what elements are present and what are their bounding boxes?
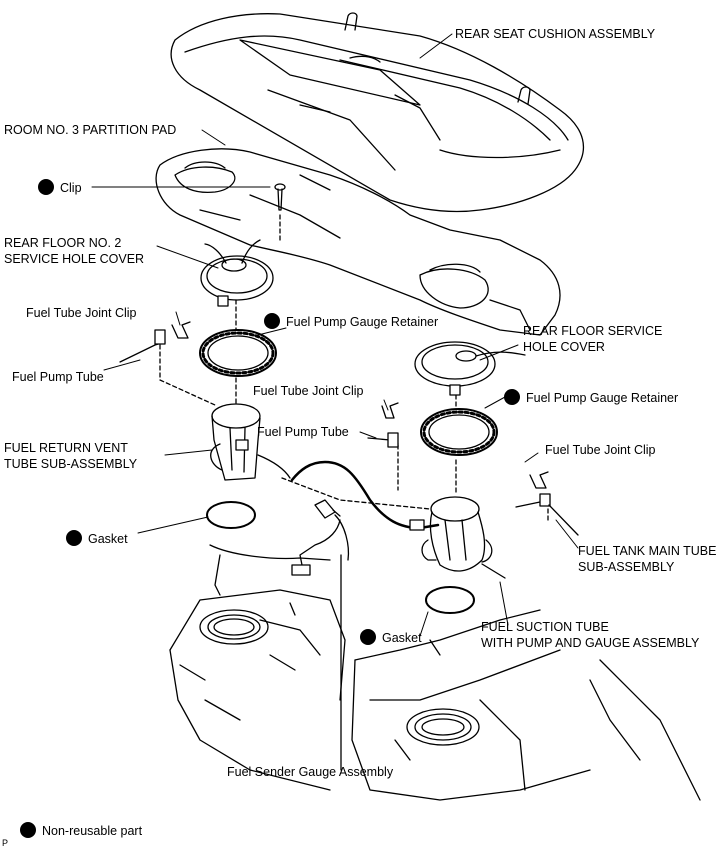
right-pump-assembly-drawing	[421, 496, 506, 579]
retainer-left-drawing	[199, 329, 277, 377]
legend-non-reusable-text: Non-reusable part	[42, 824, 143, 838]
service-hole-cover-2-drawing	[200, 239, 274, 307]
vehicle-floor-right-drawing	[351, 609, 701, 801]
non-reusable-dot-icon	[66, 530, 82, 546]
label-partition-pad: ROOM NO. 3 PARTITION PAD	[4, 123, 177, 137]
label-gasket-left: Gasket	[66, 530, 128, 547]
label-fuel-tank-main-tube-line1: FUEL TANK MAIN TUBE	[578, 544, 716, 558]
label-fuel-tube-joint-clip-mid: Fuel Tube Joint Clip	[253, 384, 364, 398]
non-reusable-dot-icon	[20, 822, 36, 838]
gasket-right-drawing	[425, 586, 475, 614]
fuel-sender-gauge-drawing	[291, 499, 350, 771]
legend-non-reusable: Non-reusable part	[20, 822, 142, 839]
label-retainer-right-text: Fuel Pump Gauge Retainer	[526, 391, 679, 405]
gasket-left-drawing	[206, 501, 256, 529]
non-reusable-dot-icon	[264, 313, 280, 329]
label-rear-floor-service-cover-line1: REAR FLOOR SERVICE	[523, 324, 663, 338]
non-reusable-dot-icon	[504, 389, 520, 405]
label-fuel-tube-joint-clip-right: Fuel Tube Joint Clip	[545, 443, 656, 457]
guide-lines	[235, 299, 549, 521]
right-tube-and-clip-drawing	[515, 471, 579, 536]
label-fuel-pump-tube-mid: Fuel Pump Tube	[257, 425, 349, 439]
left-tube-and-clip-drawing	[119, 321, 216, 406]
service-hole-cover-right-drawing	[414, 341, 526, 396]
partition-pad-drawing	[155, 148, 561, 336]
mid-tube-and-clip-drawing	[367, 402, 399, 448]
label-fuel-suction-tube-line1: FUEL SUCTION TUBE	[481, 620, 609, 634]
label-fuel-return-vent-line1: FUEL RETURN VENT	[4, 441, 128, 455]
label-gasket-left-text: Gasket	[88, 532, 128, 546]
label-service-cover-2-line1: REAR FLOOR NO. 2	[4, 236, 122, 250]
label-fuel-suction-tube-line2: WITH PUMP AND GAUGE ASSEMBLY	[481, 636, 700, 650]
wire-harness-drawing	[290, 460, 440, 531]
leader-lines	[91, 33, 579, 771]
label-gasket-right: Gasket	[360, 629, 422, 646]
label-retainer-left-text: Fuel Pump Gauge Retainer	[286, 315, 439, 329]
clip-drawing	[274, 183, 286, 241]
left-pump-assembly-drawing	[210, 403, 291, 481]
label-clip-text: Clip	[60, 181, 82, 195]
label-fuel-return-vent-line2: TUBE SUB-ASSEMBLY	[4, 457, 138, 471]
retainer-right-drawing	[420, 408, 498, 456]
rear-seat-cushion-drawing	[170, 12, 584, 213]
label-fuel-tank-main-tube-line2: SUB-ASSEMBLY	[578, 560, 675, 574]
label-fuel-tube-joint-clip-left: Fuel Tube Joint Clip	[26, 306, 137, 320]
vehicle-floor-left-drawing	[169, 544, 346, 791]
non-reusable-dot-icon	[38, 179, 54, 195]
label-retainer-left: Fuel Pump Gauge Retainer	[264, 313, 438, 330]
label-fuel-pump-tube-left: Fuel Pump Tube	[12, 370, 104, 384]
label-clip: Clip	[38, 179, 82, 196]
label-rear-seat-cushion: REAR SEAT CUSHION ASSEMBLY	[455, 27, 656, 41]
label-rear-floor-service-cover-line2: HOLE COVER	[523, 340, 605, 354]
label-retainer-right: Fuel Pump Gauge Retainer	[504, 389, 678, 406]
non-reusable-dot-icon	[360, 629, 376, 645]
corner-mark: P	[2, 838, 9, 848]
label-service-cover-2-line2: SERVICE HOLE COVER	[4, 252, 145, 266]
label-fuel-sender-gauge: Fuel Sender Gauge Assembly	[227, 765, 394, 779]
label-gasket-right-text: Gasket	[382, 631, 422, 645]
